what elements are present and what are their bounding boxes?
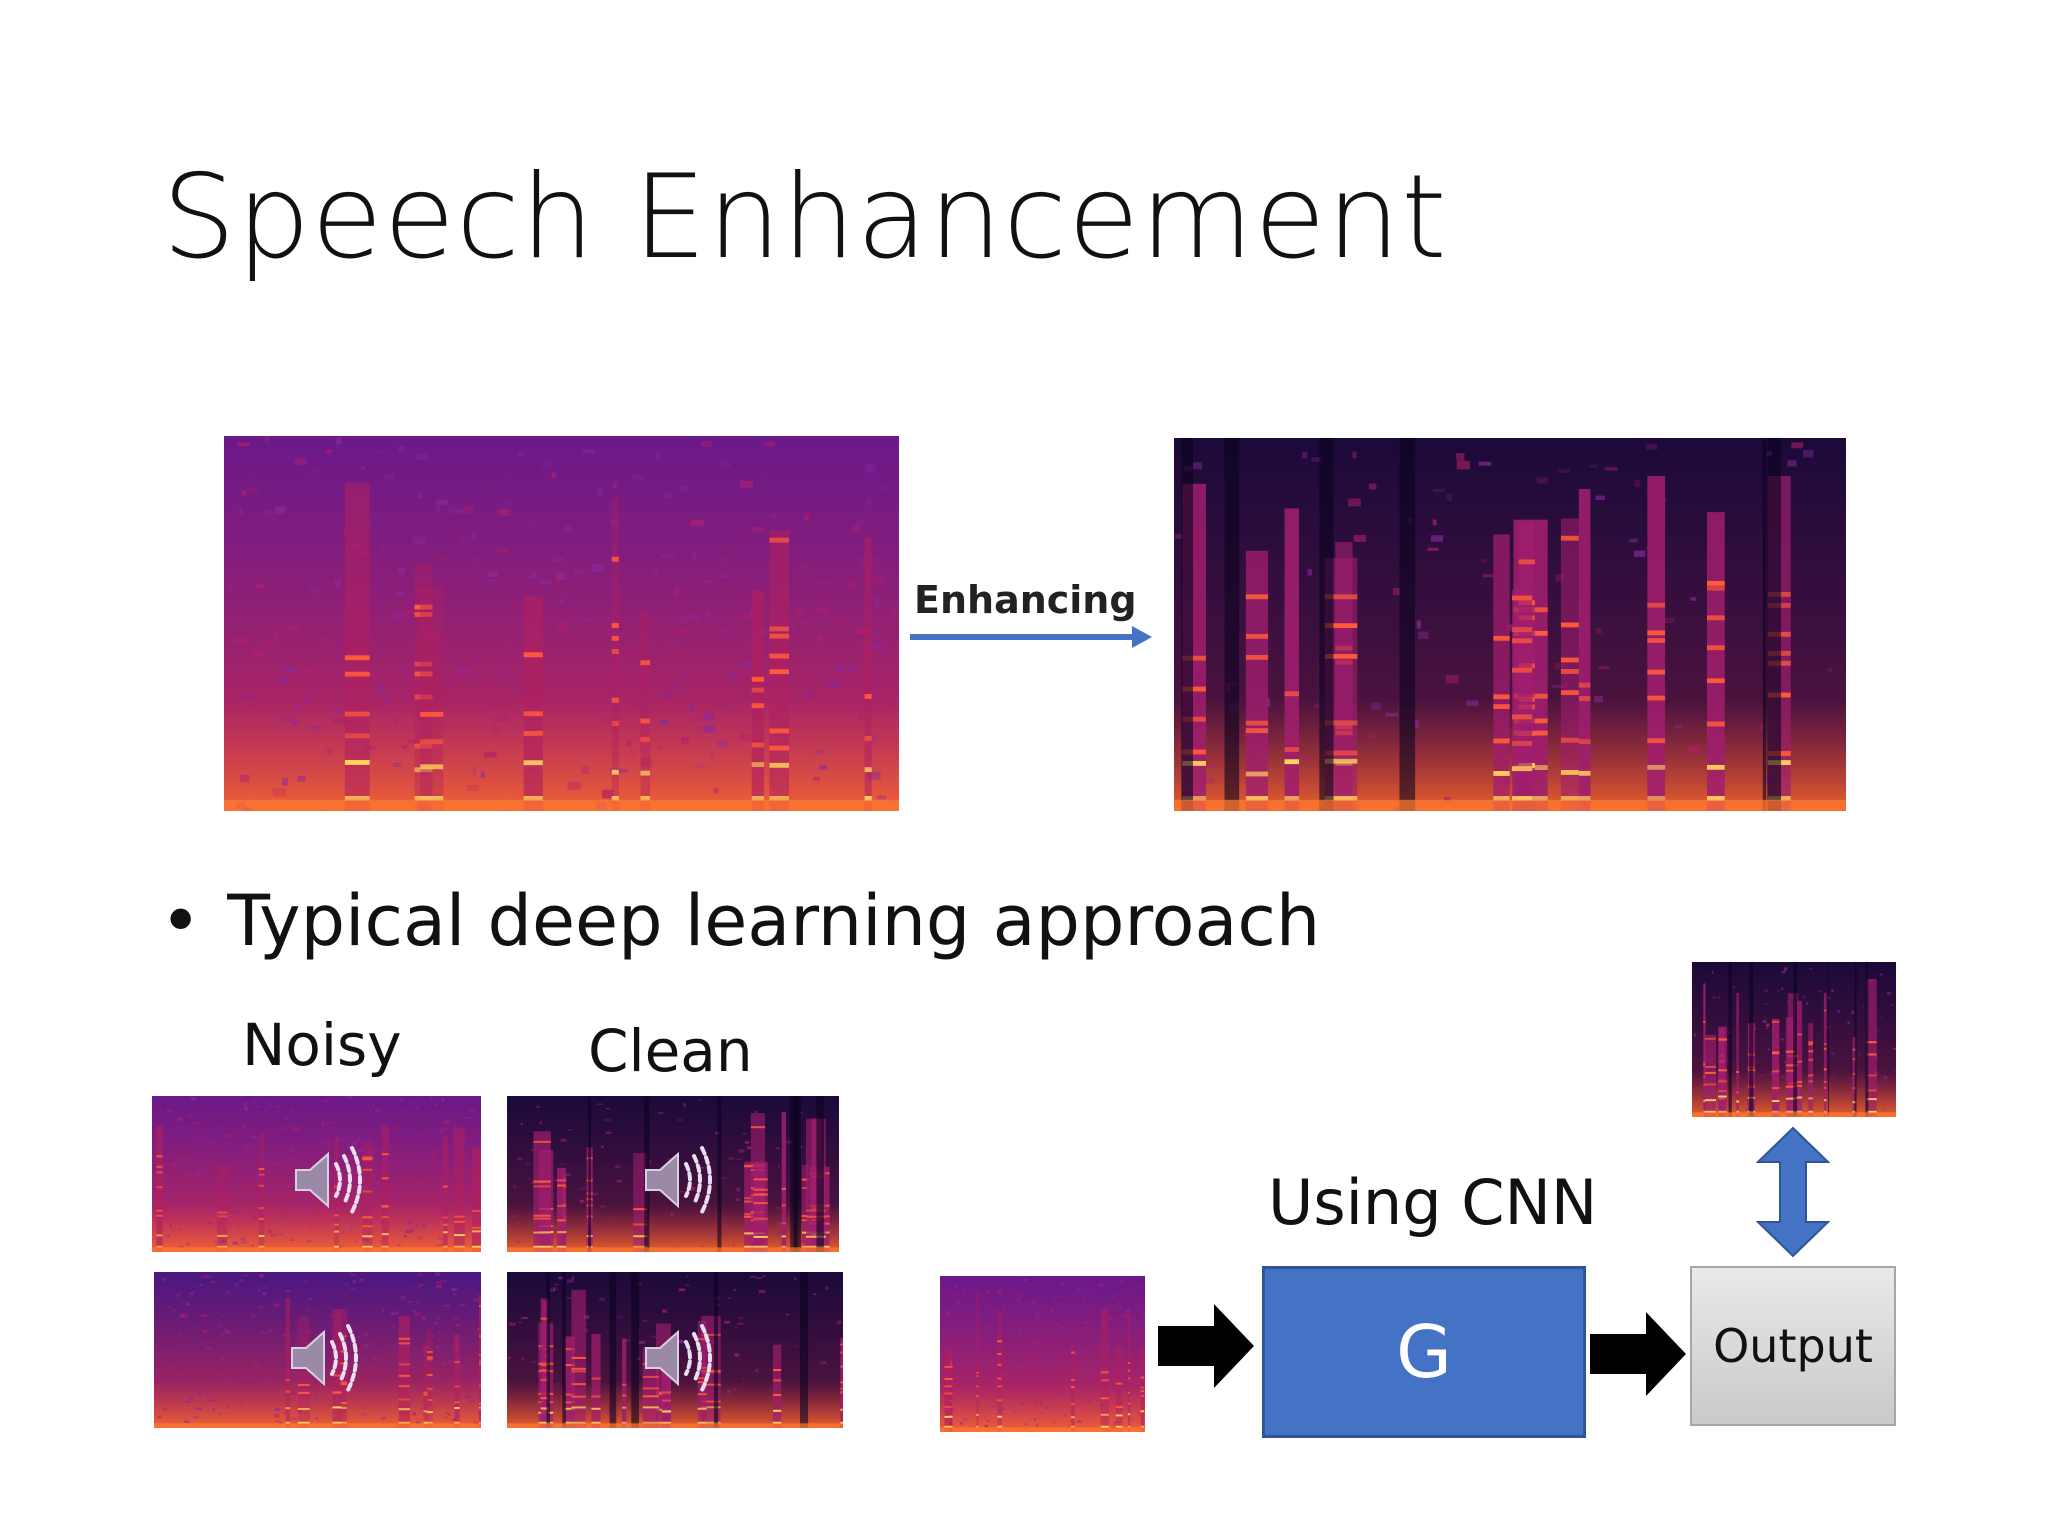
clean-label: Clean	[588, 1017, 753, 1085]
clean-spectrogram-large	[1174, 438, 1846, 811]
input-spectrogram	[940, 1276, 1145, 1432]
enhancing-arrow-icon	[910, 626, 1152, 648]
speaker-icon[interactable]	[640, 1318, 720, 1398]
output-box: Output	[1690, 1266, 1896, 1426]
bullet-typical-approach: •Typical deep learning approach	[160, 880, 1321, 962]
slide-title: Speech Enhancement	[162, 150, 1448, 285]
output-label: Output	[1713, 1319, 1873, 1373]
using-cnn-label: Using CNN	[1268, 1166, 1598, 1239]
generator-label: G	[1396, 1310, 1452, 1394]
generator-box: G	[1262, 1266, 1586, 1438]
speaker-icon[interactable]	[640, 1140, 720, 1220]
up-down-arrow-icon	[1756, 1126, 1830, 1258]
speaker-icon[interactable]	[286, 1318, 366, 1398]
right-arrow-icon	[1590, 1312, 1686, 1396]
bullet-text: Typical deep learning approach	[227, 880, 1321, 962]
noisy-label: Noisy	[242, 1011, 402, 1079]
noisy-spectrogram-large	[224, 436, 899, 811]
speaker-icon[interactable]	[290, 1140, 370, 1220]
right-arrow-icon	[1158, 1304, 1254, 1388]
target-spectrogram	[1692, 962, 1896, 1117]
enhancing-label: Enhancing	[914, 578, 1137, 622]
